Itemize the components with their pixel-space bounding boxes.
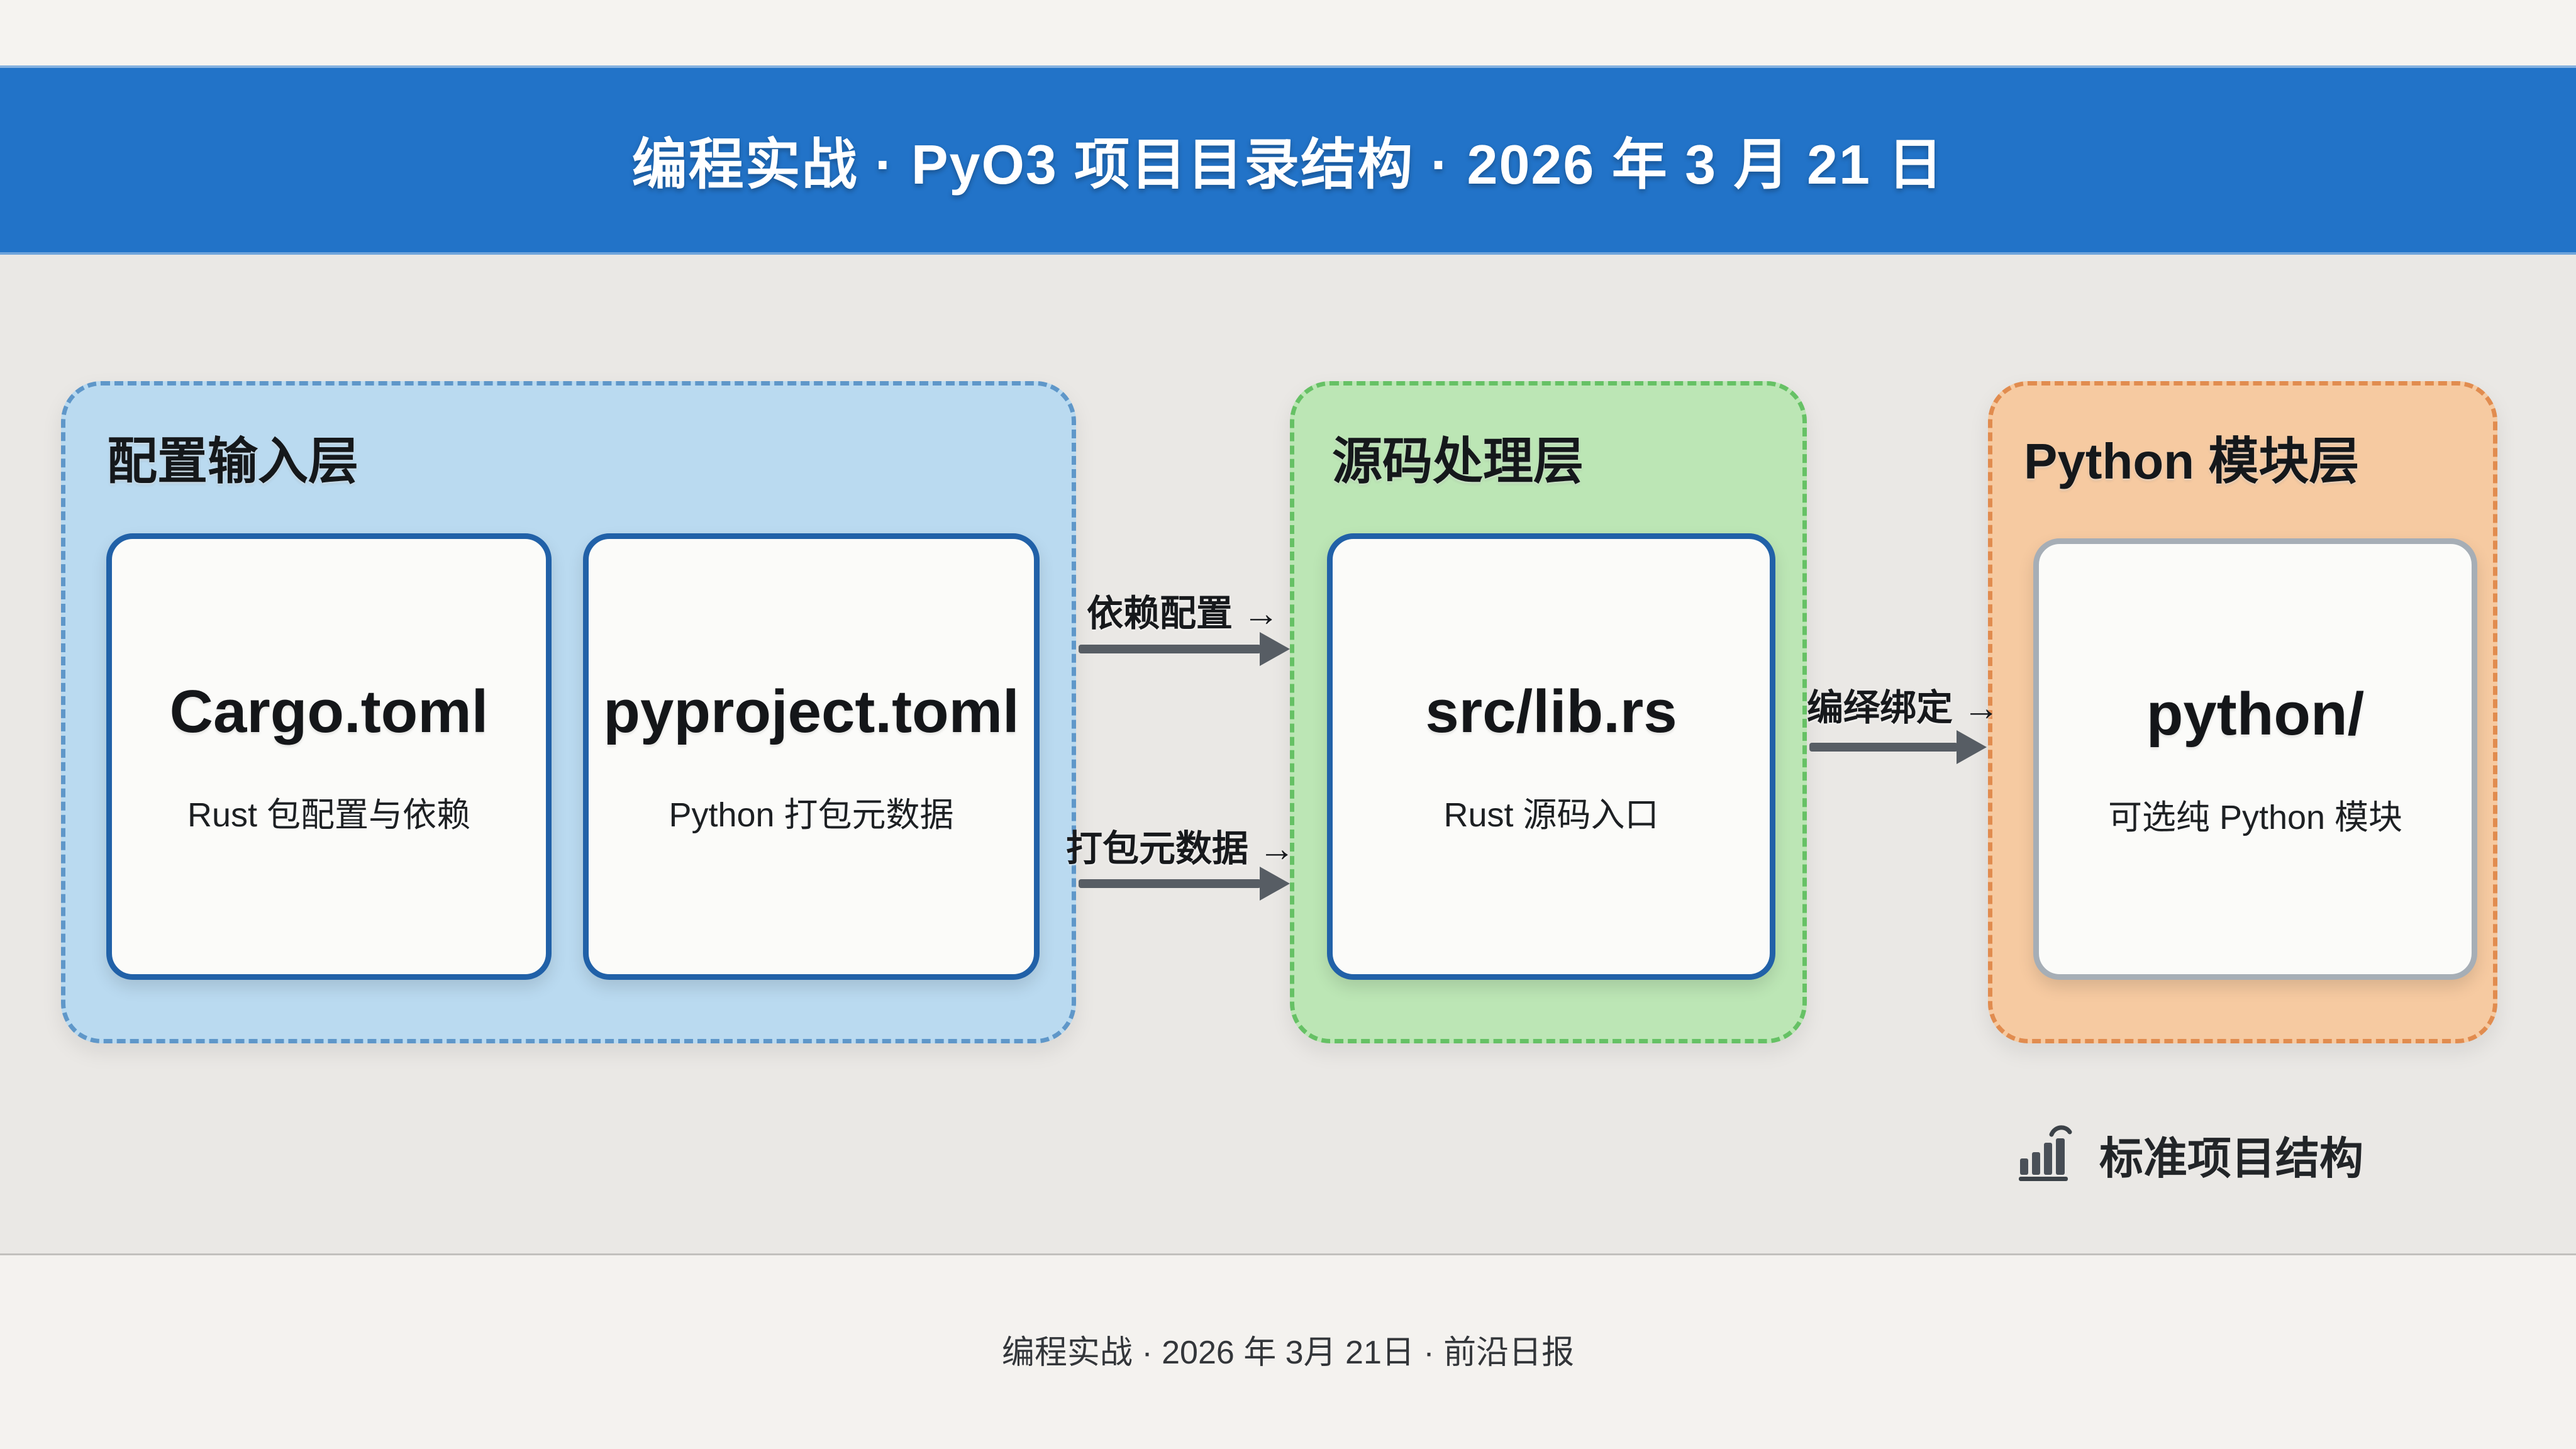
arrow-dependency-config	[1079, 645, 1261, 653]
layer-python-module: Python 模块层 python/ 可选纯 Python 模块	[1988, 381, 2497, 1043]
arrow-label-packaging-metadata: 打包元数据 →	[1066, 828, 1296, 869]
footer-strip	[0, 1255, 2576, 1449]
card-python-dir-desc: 可选纯 Python 模块	[2107, 798, 2403, 836]
footer-divider	[0, 1253, 2576, 1255]
footer-text: 编程实战 · 2026 年 3月 21日 · 前沿日报	[1001, 1335, 1575, 1371]
card-cargo-toml-desc: Rust 包配置与依赖	[187, 796, 471, 834]
card-pyproject-toml-desc: Python 打包元数据	[669, 796, 954, 834]
arrow-label-compile-binding: 编绎绑定 →	[1807, 687, 2000, 728]
card-cargo-toml: Cargo.toml Rust 包配置与依赖	[106, 533, 552, 980]
card-python-dir: python/ 可选纯 Python 模块	[2033, 538, 2477, 980]
arrow-label-dependency-config: 依赖配置 →	[1086, 593, 1280, 634]
card-src-lib-rs-desc: Rust 源码入口	[1443, 796, 1659, 834]
standard-structure-label: 标准项目结构	[2099, 1134, 2363, 1183]
card-pyproject-toml-name: pyproject.toml	[603, 677, 1019, 745]
card-cargo-toml-name: Cargo.toml	[169, 677, 489, 745]
header-bar: 编程实战 · PyO3 项目目录结构 · 2026 年 3 月 21 日	[0, 65, 2576, 255]
card-src-lib-rs: src/lib.rs Rust 源码入口	[1327, 533, 1775, 980]
layer-config-input: 配置输入层 Cargo.toml Rust 包配置与依赖 pyproject.t…	[61, 381, 1076, 1043]
bar-chart-icon	[2019, 1125, 2072, 1181]
arrow-packaging-metadata	[1079, 879, 1261, 888]
top-margin-strip	[0, 0, 2576, 65]
card-python-dir-name: python/	[2146, 680, 2365, 748]
card-pyproject-toml: pyproject.toml Python 打包元数据	[583, 533, 1040, 980]
card-src-lib-rs-name: src/lib.rs	[1425, 677, 1677, 745]
page-title: 编程实战 · PyO3 项目目录结构 · 2026 年 3 月 21 日	[631, 133, 1945, 196]
layer-config-title: 配置输入层	[107, 433, 358, 489]
standard-structure-badge: 标准项目结构	[2015, 1123, 2363, 1187]
layer-python-title: Python 模块层	[2024, 433, 2360, 489]
arrow-compile-binding	[1809, 743, 1958, 752]
layer-source-title: 源码处理层	[1332, 433, 1584, 489]
layer-source-processing: 源码处理层 src/lib.rs Rust 源码入口	[1290, 381, 1807, 1043]
